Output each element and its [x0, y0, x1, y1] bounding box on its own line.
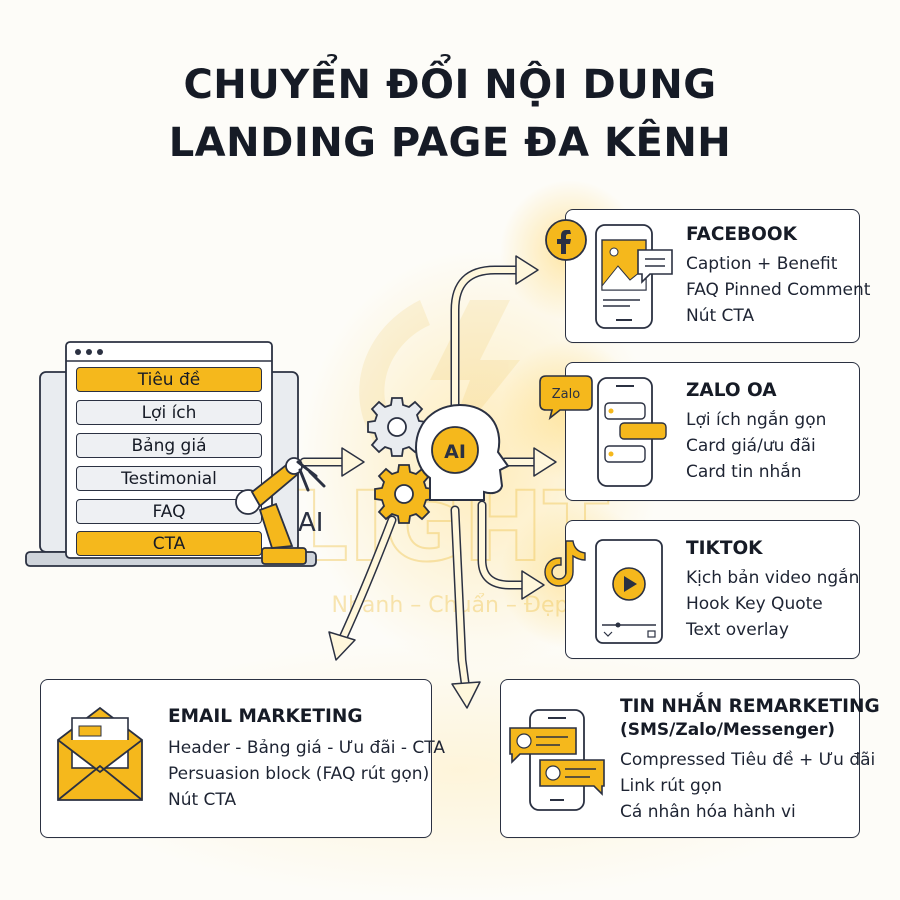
zalo-badge-text: Zalo	[552, 387, 580, 402]
tiktok-title: TIKTOK	[686, 538, 763, 559]
facebook-line: Nút CTA	[686, 306, 755, 326]
zalo-line: Lợi ích ngắn gọn	[686, 410, 827, 430]
zalo-logo-icon: Zalo	[539, 375, 593, 421]
window-dot-icon	[86, 349, 92, 355]
section-row: Bảng giá	[76, 433, 262, 458]
robot-ai-label: AI	[298, 508, 324, 538]
page-title-line-1: CHUYỂN ĐỔI NỘI DUNG	[183, 62, 717, 108]
arrow-to-zalo	[500, 447, 557, 477]
section-row: FAQ	[76, 499, 262, 524]
profile-bubble-icon	[539, 759, 605, 796]
facebook-line: Caption + Benefit	[686, 254, 838, 274]
section-row: Testimonial	[76, 466, 262, 491]
facebook-title: FACEBOOK	[686, 224, 797, 245]
gear-icon	[367, 397, 427, 457]
section-row: CTA	[76, 531, 262, 556]
zalo-line: Card giá/ưu đãi	[686, 436, 816, 456]
brain-head-icon: AI	[415, 403, 510, 501]
phone-icon	[597, 377, 667, 487]
remarketing-subtitle: (SMS/Zalo/Messenger)	[620, 720, 836, 740]
zalo-title: ZALO OA	[686, 380, 777, 401]
arrow-landing-to-hub	[299, 447, 365, 477]
email-line: Header - Bảng giá - Ưu đãi - CTA	[168, 738, 445, 758]
gear-icon	[374, 464, 434, 524]
remarketing-line: Compressed Tiêu đề + Ưu đãi	[620, 750, 876, 770]
brain-ai-label: AI	[444, 441, 466, 463]
tiktok-line: Kịch bản video ngắn	[686, 568, 860, 588]
chat-bubble-icon	[637, 249, 673, 284]
page-title-line-2: LANDING PAGE ĐA KÊNH	[168, 120, 732, 166]
messenger-bubble-icon	[509, 727, 577, 764]
email-line: Nút CTA	[168, 790, 237, 810]
arrow-to-email	[328, 515, 397, 661]
video-player-icon	[595, 539, 663, 644]
arrow-to-tiktok	[477, 500, 545, 600]
remarketing-title: TIN NHẮN REMARKETING	[620, 696, 880, 717]
remarketing-line: Cá nhân hóa hành vi	[620, 802, 796, 822]
arrow-to-remarketing	[450, 505, 481, 709]
tiktok-logo-icon	[544, 540, 586, 587]
section-row: Lợi ích	[76, 400, 262, 425]
envelope-icon	[57, 706, 143, 801]
zalo-line: Card tin nhắn	[686, 462, 802, 482]
tiktok-line: Text overlay	[686, 620, 789, 640]
window-dot-icon	[97, 349, 103, 355]
tiktok-line: Hook Key Quote	[686, 594, 823, 614]
remarketing-line: Link rút gọn	[620, 776, 723, 796]
email-line: Persuasion block (FAQ rút gọn)	[168, 764, 430, 784]
facebook-line: FAQ Pinned Comment	[686, 280, 871, 300]
email-title: EMAIL MARKETING	[168, 706, 363, 727]
arrow-to-facebook	[450, 255, 539, 415]
section-row: Tiêu đề	[76, 367, 262, 392]
window-dot-icon	[75, 349, 81, 355]
